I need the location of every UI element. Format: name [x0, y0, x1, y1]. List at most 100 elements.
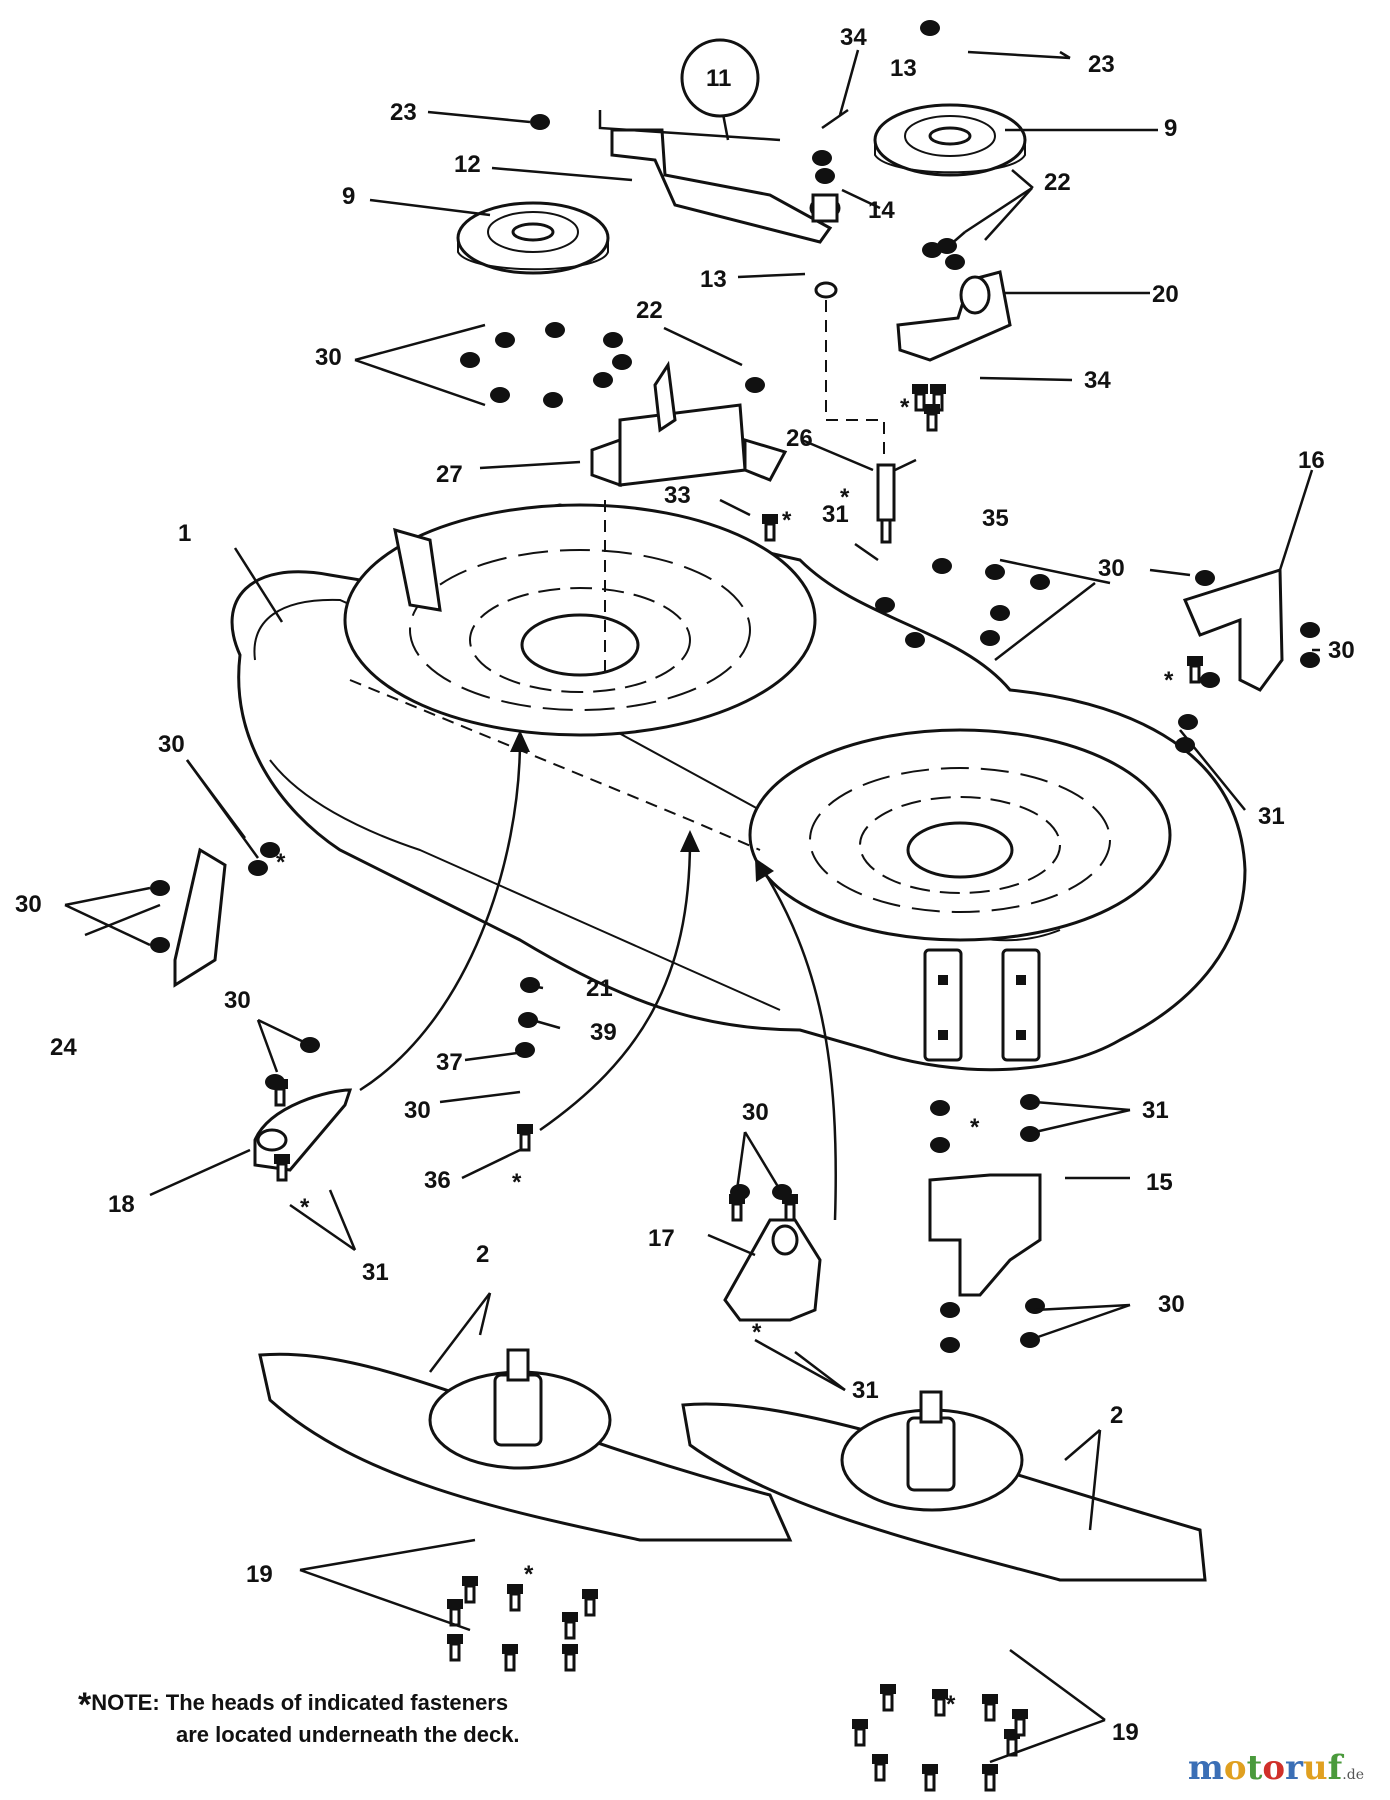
pulleys	[456, 103, 1027, 275]
callout-30-bracket-18: 30	[224, 987, 251, 1014]
callout-31-right: 31	[1258, 803, 1285, 830]
asterisk: *	[1164, 667, 1174, 694]
nut	[612, 354, 632, 370]
fastener-note: *NOTE: The heads of indicated fasteners …	[78, 1688, 520, 1750]
bolt	[932, 1689, 948, 1699]
callout-19-right: 19	[1112, 1719, 1139, 1746]
bolt	[272, 1079, 288, 1089]
bolt-shank	[984, 1702, 996, 1722]
bolt-shank	[914, 392, 926, 412]
nut	[248, 860, 268, 876]
bolt	[729, 1194, 745, 1204]
asterisk: *	[300, 1194, 310, 1221]
bolt	[562, 1644, 578, 1654]
bolt	[924, 404, 940, 414]
bolt-shank	[274, 1087, 286, 1107]
asterisk: *	[512, 1169, 522, 1196]
bolt	[447, 1599, 463, 1609]
bolt	[1187, 656, 1203, 666]
bolt-shank	[449, 1642, 461, 1662]
nut	[1300, 652, 1320, 668]
callout-34-center: 33	[664, 482, 691, 509]
nut	[1300, 622, 1320, 638]
bolt	[782, 1194, 798, 1204]
bolt	[447, 1634, 463, 1644]
nut	[1020, 1332, 1040, 1348]
callout-9-left: 9	[342, 183, 355, 210]
nut	[150, 937, 170, 953]
bolt-shank	[731, 1202, 743, 1222]
nut	[920, 20, 940, 36]
bolt	[582, 1589, 598, 1599]
nut	[815, 168, 835, 184]
asterisk: *	[970, 1114, 980, 1141]
bolt-shank	[764, 522, 776, 542]
callout-24: 24	[50, 1034, 77, 1061]
bolt-shank	[464, 1584, 476, 1604]
callout-labels: 1 2 2 9 9 11 12 13 13 14 15 16 17 18 19 …	[15, 24, 1355, 1746]
callout-36: 35	[982, 505, 1009, 532]
bolt-shank	[934, 1697, 946, 1717]
bolt-shank	[564, 1620, 576, 1640]
watermark-letter: m	[1187, 1748, 1224, 1788]
callout-2-right: 2	[1110, 1402, 1123, 1429]
bolt	[274, 1154, 290, 1164]
blade-assemblies	[258, 1348, 1207, 1582]
bolt-shank	[924, 1772, 936, 1792]
nut	[543, 392, 563, 408]
callout-30-right-center: 30	[1098, 555, 1125, 582]
callout-26: 26	[786, 425, 813, 452]
nut	[940, 1337, 960, 1353]
watermark-letter: o	[1262, 1748, 1285, 1788]
callout-20: 20	[1152, 281, 1179, 308]
asterisk: *	[524, 1561, 534, 1588]
nut	[930, 1100, 950, 1116]
nut	[593, 372, 613, 388]
watermark-logo: motoruf.de	[1188, 1748, 1364, 1788]
callout-31-bracket-17: 31	[852, 1377, 879, 1404]
bolt	[562, 1612, 578, 1622]
bolt	[1004, 1729, 1020, 1739]
nut	[515, 1042, 535, 1058]
nut	[1020, 1094, 1040, 1110]
bolt	[852, 1719, 868, 1729]
bolt	[1012, 1709, 1028, 1719]
nut	[530, 114, 550, 130]
callout-15: 15	[1146, 1169, 1173, 1196]
callout-9-right: 9	[1164, 115, 1177, 142]
callout-35: 34	[840, 24, 867, 51]
nut	[940, 1302, 960, 1318]
bolt-shank	[784, 1202, 796, 1222]
asterisk-markers: * * * * * * * * * * *	[276, 394, 1174, 1718]
callout-30-top-left: 30	[315, 344, 342, 371]
bolt-shank	[874, 1762, 886, 1782]
callout-30-bracket-15: 30	[1158, 1291, 1185, 1318]
watermark-letter: f	[1327, 1748, 1343, 1788]
bolt	[982, 1764, 998, 1774]
asterisk: *	[946, 1691, 956, 1718]
callout-31-bracket-18: 31	[362, 1259, 389, 1286]
callout-37: 36	[424, 1167, 451, 1194]
bolt-shank	[519, 1132, 531, 1152]
bolt-shank	[854, 1727, 866, 1747]
nut	[945, 254, 965, 270]
asterisk: *	[782, 507, 792, 534]
bolt	[930, 384, 946, 394]
callout-30-bracket-17: 30	[742, 1099, 769, 1126]
bolt-shank	[1189, 664, 1201, 684]
nut	[905, 632, 925, 648]
leader-lines	[64, 49, 1320, 1764]
callout-14: 14	[868, 197, 895, 224]
callout-22-center: 22	[636, 297, 663, 324]
nut	[260, 842, 280, 858]
bolt	[922, 1764, 938, 1774]
callout-18: 18	[108, 1191, 135, 1218]
callout-13-top: 13	[890, 55, 917, 82]
bolt	[517, 1124, 533, 1134]
callout-21: 21	[586, 975, 613, 1002]
bolt-shank	[504, 1652, 516, 1672]
callout-17: 17	[648, 1225, 675, 1252]
mount-brackets	[173, 270, 1284, 1322]
watermark-letter: r	[1285, 1748, 1303, 1788]
